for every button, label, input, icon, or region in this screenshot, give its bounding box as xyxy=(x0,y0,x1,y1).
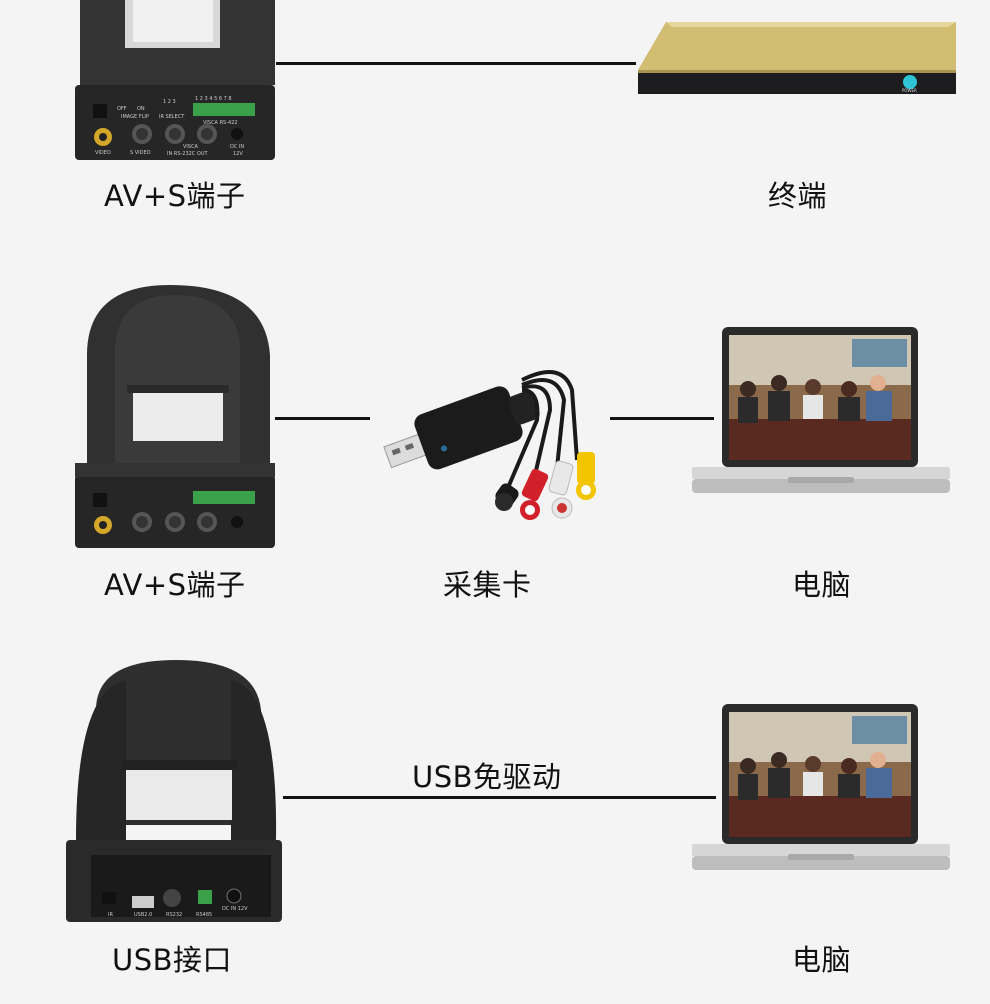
rs232-text: IN RS-232C OUT xyxy=(167,151,208,157)
dc-v-text: 12V xyxy=(233,151,243,157)
camera-av-s-top: OFF ON IMAGE FLIP 1 2 3 IR SELECT 1 2 3 … xyxy=(75,0,275,160)
row3-camera-label: USB接口 xyxy=(112,943,233,977)
row1-camera-label: AV+S端子 xyxy=(104,179,246,213)
usb-panel-usb-text: USB2.0 xyxy=(134,912,152,918)
visca-text: VISCA xyxy=(183,144,199,150)
switch-off-text: OFF xyxy=(117,106,127,112)
camera-usb: IR USB2.0 RS232 RS485 DC IN 12V xyxy=(66,660,282,922)
row1-target-label: 终端 xyxy=(768,179,828,213)
row1-link-line xyxy=(276,62,636,65)
ir-name-text: IR SELECT xyxy=(159,114,185,120)
row3-link-label: USB免驱动 xyxy=(412,760,562,794)
camera-rear-panel: OFF ON IMAGE FLIP 1 2 3 IR SELECT 1 2 3 … xyxy=(93,96,255,157)
usb-panel-dc-text: DC IN 12V xyxy=(222,906,248,912)
power-badge-text: POWER xyxy=(902,88,917,93)
rs422-text: VISCA RS-422 xyxy=(203,120,238,126)
row2-target-label: 电脑 xyxy=(792,568,852,602)
row2-camera-label: AV+S端子 xyxy=(104,568,246,602)
dip-numbers-text: 1 2 3 4 5 6 7 8 xyxy=(195,96,232,102)
row2-right-link-line xyxy=(610,417,714,420)
laptop-computer-2 xyxy=(692,704,950,870)
usb-panel-ir-text: IR xyxy=(108,912,113,918)
ir-numbers-text: 1 2 3 xyxy=(163,99,176,105)
s-video-connector xyxy=(495,483,519,511)
row2-middle-label: 采集卡 xyxy=(443,568,532,602)
rca-red-connector xyxy=(520,468,549,520)
camera-av-s xyxy=(75,285,275,548)
power-indicator-icon xyxy=(903,75,917,89)
svideo-text: S VIDEO xyxy=(130,150,151,156)
video-text: VIDEO xyxy=(95,150,111,156)
rca-white-connector xyxy=(548,460,574,519)
usb-panel-rs485-text: RS485 xyxy=(196,912,212,918)
usb-capture-card xyxy=(383,370,596,520)
switch-on-text: ON xyxy=(137,106,145,112)
rca-yellow-connector xyxy=(576,452,596,500)
switch-name-text: IMAGE FLIP xyxy=(121,114,149,120)
row3-link-line xyxy=(283,796,716,799)
row2-left-link-line xyxy=(275,417,370,420)
row3-target-label: 电脑 xyxy=(792,943,852,977)
laptop-computer xyxy=(692,327,950,493)
terminal-device: POWER xyxy=(638,22,956,94)
usb-panel-rs232-text: RS232 xyxy=(166,912,182,918)
dc-in-text: DC IN xyxy=(230,144,244,150)
